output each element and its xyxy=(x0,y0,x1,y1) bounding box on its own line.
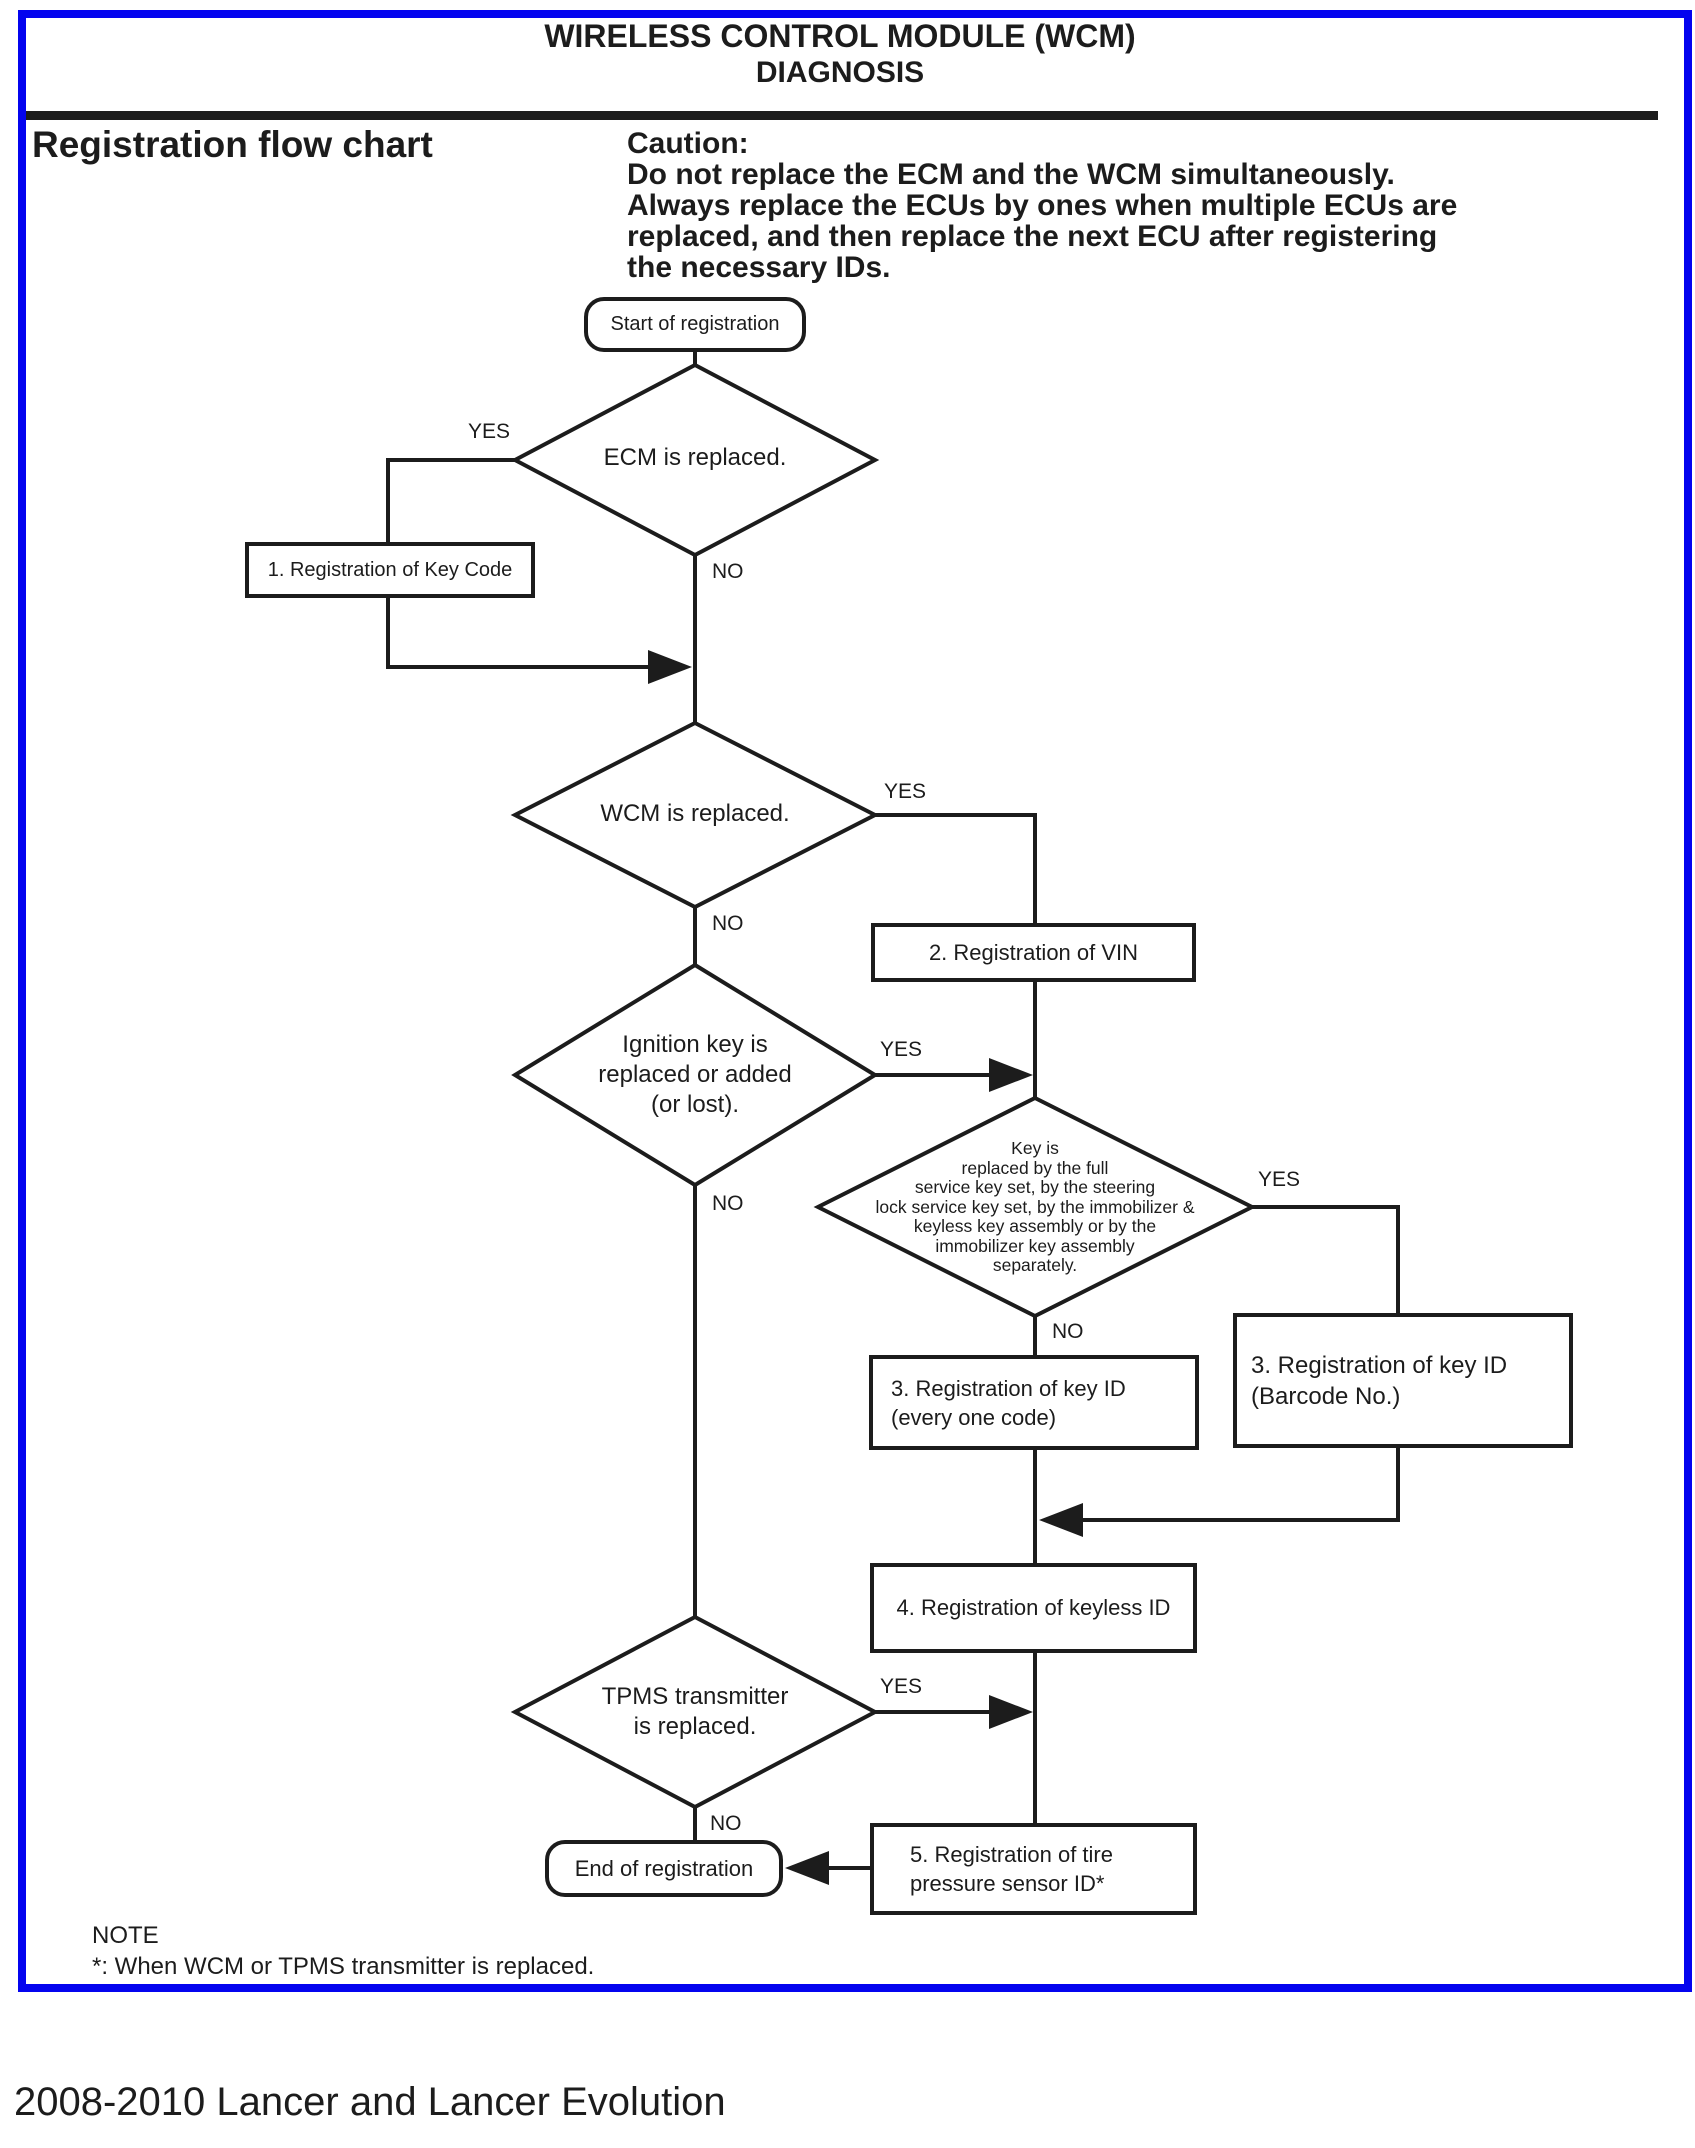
caution-line: Always replace the ECUs by ones when mul… xyxy=(627,189,1458,222)
text-line: replaced or added xyxy=(598,1061,792,1088)
section-heading: Registration flow chart xyxy=(32,124,433,165)
process-keyless-id: 4. Registration of keyless ID xyxy=(870,1563,1197,1653)
caution-line: the necessary IDs. xyxy=(627,251,891,284)
ignition-yes-label: YES xyxy=(880,1038,923,1061)
note-text: *: When WCM or TPMS transmitter is repla… xyxy=(92,1953,595,1980)
end-terminal-label: End of registration xyxy=(574,1855,754,1881)
text-line: 5. Registration of tire xyxy=(910,1842,1113,1867)
tpms-yes-label: YES xyxy=(880,1675,923,1698)
text-line: 3. Registration of key ID xyxy=(891,1375,1126,1401)
process-key-code: 1. Registration of Key Code xyxy=(245,542,535,598)
document-subtitle: DIAGNOSIS xyxy=(755,56,925,89)
text-line: immobilizer key assembly xyxy=(935,1235,1135,1256)
text-line: (every one code) xyxy=(891,1404,1057,1430)
note-block: NOTE *: When WCM or TPMS transmitter is … xyxy=(92,1920,594,1982)
text-line: (or lost). xyxy=(650,1091,739,1118)
document-title: WIRELESS CONTROL MODULE (WCM) xyxy=(544,18,1136,54)
text-line: separately. xyxy=(992,1255,1078,1275)
text-line: lock service key set, by the immobilizer… xyxy=(875,1196,1195,1217)
text-line: pressure sensor ID* xyxy=(910,1871,1105,1896)
text-line: is replaced. xyxy=(633,1713,757,1740)
process-key-id-barcode: 3. Registration of key ID (Barcode No.) xyxy=(1233,1313,1573,1448)
wcm-yes-label: YES xyxy=(884,780,927,803)
key-replacement-decision-label: Key is replaced by the full service key … xyxy=(840,1138,1230,1276)
caution-line: replaced, and then replace the next ECU … xyxy=(627,220,1438,253)
text-line: keyless key assembly or by the xyxy=(913,1216,1157,1236)
key-replacement-yes-label: YES xyxy=(1258,1168,1301,1191)
ecm-yes-label: YES xyxy=(467,420,510,443)
wcm-decision-label: WCM is replaced. xyxy=(600,800,790,827)
process-keyless-id-label: 4. Registration of keyless ID xyxy=(896,1595,1171,1620)
process-tire-pressure: 5. Registration of tire pressure sensor … xyxy=(870,1823,1197,1915)
wcm-no-label: NO xyxy=(712,912,744,935)
blue-frame-border xyxy=(18,10,1692,1992)
process-key-code-label: 1. Registration of Key Code xyxy=(267,558,513,581)
caution-block: Caution: Do not replace the ECM and the … xyxy=(627,128,1687,283)
ecm-decision-label: ECM is replaced. xyxy=(603,444,787,471)
ecm-no-label: NO xyxy=(712,560,744,583)
text-line: (Barcode No.) xyxy=(1251,1382,1401,1410)
text-line: replaced by the full xyxy=(961,1157,1109,1178)
start-terminal: Start of registration xyxy=(584,297,806,352)
header-divider-rule xyxy=(26,111,1658,120)
ignition-no-label: NO xyxy=(712,1192,744,1215)
process-vin-label: 2. Registration of VIN xyxy=(928,939,1139,965)
note-label: NOTE xyxy=(92,1922,159,1949)
tpms-decision-label: TPMS transmitter is replaced. xyxy=(545,1682,845,1742)
tpms-no-label: NO xyxy=(710,1812,742,1835)
text-line: Ignition key is xyxy=(622,1031,768,1058)
start-terminal-label: Start of registration xyxy=(610,313,780,335)
ignition-key-decision-label: Ignition key is replaced or added (or lo… xyxy=(530,1030,860,1120)
process-vin: 2. Registration of VIN xyxy=(871,923,1196,982)
text-line: TPMS transmitter xyxy=(601,1683,789,1710)
text-line: Key is xyxy=(1011,1138,1059,1158)
caution-label: Caution: xyxy=(627,127,749,160)
process-key-id-every-code: 3. Registration of key ID (every one cod… xyxy=(869,1355,1199,1450)
caution-line: Do not replace the ECM and the WCM simul… xyxy=(627,158,1395,191)
text-line: service key set, by the steering xyxy=(914,1177,1156,1197)
footer-caption: 2008-2010 Lancer and Lancer Evolution xyxy=(14,2080,726,2124)
end-terminal: End of registration xyxy=(545,1840,783,1897)
key-replacement-no-label: NO xyxy=(1052,1320,1084,1343)
text-line: 3. Registration of key ID xyxy=(1251,1351,1508,1379)
